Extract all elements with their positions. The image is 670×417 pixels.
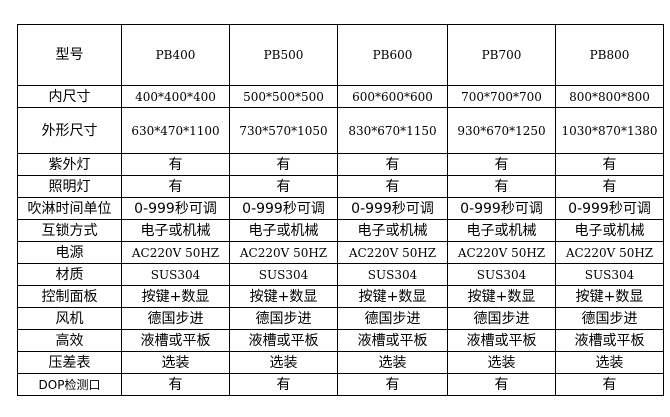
table-cell: 选装 [337,351,448,374]
table-row: 互锁方式 电子或机械 电子或机械 电子或机械 电子或机械 电子或机械 [17,219,664,242]
table-cell: 830*670*1150 [337,107,448,154]
table-cell: SUS304 [337,263,448,286]
table-row: 风机 德国步进 德国步进 德国步进 德国步进 德国步进 [17,307,664,330]
table-cell: 有 [447,153,556,176]
row-label: DOP检测口 [17,373,122,396]
table-cell: 有 [447,175,556,198]
table-cell: 500*500*500 [229,85,338,108]
table-cell: 有 [121,153,230,176]
table-cell: 400*400*400 [121,85,230,108]
row-label: 风机 [17,307,122,330]
table-cell: 液槽或平板 [229,329,338,352]
model-header-cell: PB600 [337,24,448,86]
table-cell: 德国步进 [555,307,664,330]
table-cell: AC220V 50HZ [555,241,664,264]
table-row: 吹淋时间单位 0-999秒可调 0-999秒可调 0-999秒可调 0-999秒… [17,197,664,220]
table-cell: 电子或机械 [229,219,338,242]
model-header-cell: PB400 [121,24,230,86]
row-label: 材质 [17,263,122,286]
row-label: 压差表 [17,351,122,374]
table-cell: 液槽或平板 [555,329,664,352]
table-cell: 0-999秒可调 [337,197,448,220]
model-header-cell: PB800 [555,24,664,86]
row-label: 吹淋时间单位 [17,197,122,220]
table-row: 控制面板 按键+数显 按键+数显 按键+数显 按键+数显 按键+数显 [17,285,664,308]
row-label: 互锁方式 [17,219,122,242]
table-cell: 600*600*600 [337,85,448,108]
table-cell: 800*800*800 [555,85,664,108]
row-label: 电源 [17,241,122,264]
table-row: 电源 AC220V 50HZ AC220V 50HZ AC220V 50HZ A… [17,241,664,264]
table-cell: 有 [447,373,556,396]
row-label: 控制面板 [17,285,122,308]
table-cell: 有 [121,175,230,198]
row-label: 紫外灯 [17,153,122,176]
table-cell: 630*470*1100 [121,107,230,154]
table-cell: 液槽或平板 [121,329,230,352]
table-cell: 液槽或平板 [337,329,448,352]
table-cell: 有 [555,153,664,176]
table-cell: AC220V 50HZ [121,241,230,264]
spec-table: 型号 PB400 PB500 PB600 PB700 PB800 内尺寸 400… [17,24,664,396]
table-cell: 按键+数显 [337,285,448,308]
table-cell: 选装 [229,351,338,374]
table-cell: 0-999秒可调 [229,197,338,220]
table-cell: SUS304 [229,263,338,286]
model-header-cell: PB700 [447,24,556,86]
table-cell: 选装 [555,351,664,374]
row-label: 外形尺寸 [17,107,122,154]
table-cell: 按键+数显 [229,285,338,308]
table-row: 材质 SUS304 SUS304 SUS304 SUS304 SUS304 [17,263,664,286]
table-cell: 有 [229,153,338,176]
row-label: 高效 [17,329,122,352]
table-cell: 有 [121,373,230,396]
table-cell: 电子或机械 [555,219,664,242]
table-cell: 0-999秒可调 [121,197,230,220]
table-cell: 德国步进 [447,307,556,330]
table-cell: 按键+数显 [121,285,230,308]
table-cell: 电子或机械 [121,219,230,242]
table-cell: 选装 [121,351,230,374]
row-label: 照明灯 [17,175,122,198]
table-cell: SUS304 [447,263,556,286]
table-cell: SUS304 [555,263,664,286]
table-cell: 0-999秒可调 [555,197,664,220]
table-cell: 德国步进 [229,307,338,330]
table-cell: 700*700*700 [447,85,556,108]
table-cell: 德国步进 [121,307,230,330]
table-cell: AC220V 50HZ [337,241,448,264]
table-cell: 1030*870*1380 [555,107,664,154]
table-cell: 有 [337,175,448,198]
table-cell: 德国步进 [337,307,448,330]
table-cell: 电子或机械 [337,219,448,242]
model-header-label: 型号 [17,24,122,86]
table-row: 内尺寸 400*400*400 500*500*500 600*600*600 … [17,85,664,108]
table-row: DOP检测口 有 有 有 有 有 [17,373,664,396]
table-row: 紫外灯 有 有 有 有 有 [17,153,664,176]
table-cell: 有 [337,373,448,396]
table-cell: 有 [555,373,664,396]
table-cell: 有 [337,153,448,176]
table-row: 高效 液槽或平板 液槽或平板 液槽或平板 液槽或平板 液槽或平板 [17,329,664,352]
table-row: 压差表 选装 选装 选装 选装 选装 [17,351,664,374]
table-cell: 有 [555,175,664,198]
table-cell: 930*670*1250 [447,107,556,154]
table-cell: 有 [229,175,338,198]
model-header-cell: PB500 [229,24,338,86]
table-cell: 按键+数显 [447,285,556,308]
table-cell: 液槽或平板 [447,329,556,352]
table-cell: 0-999秒可调 [447,197,556,220]
row-label: 内尺寸 [17,85,122,108]
table-cell: 按键+数显 [555,285,664,308]
table-row: 外形尺寸 630*470*1100 730*570*1050 830*670*1… [17,107,664,154]
table-cell: AC220V 50HZ [447,241,556,264]
table-row: 照明灯 有 有 有 有 有 [17,175,664,198]
table-header-row: 型号 PB400 PB500 PB600 PB700 PB800 [17,24,664,86]
table-cell: AC220V 50HZ [229,241,338,264]
table-cell: 有 [229,373,338,396]
table-cell: 730*570*1050 [229,107,338,154]
table-cell: 电子或机械 [447,219,556,242]
table-cell: SUS304 [121,263,230,286]
table-cell: 选装 [447,351,556,374]
